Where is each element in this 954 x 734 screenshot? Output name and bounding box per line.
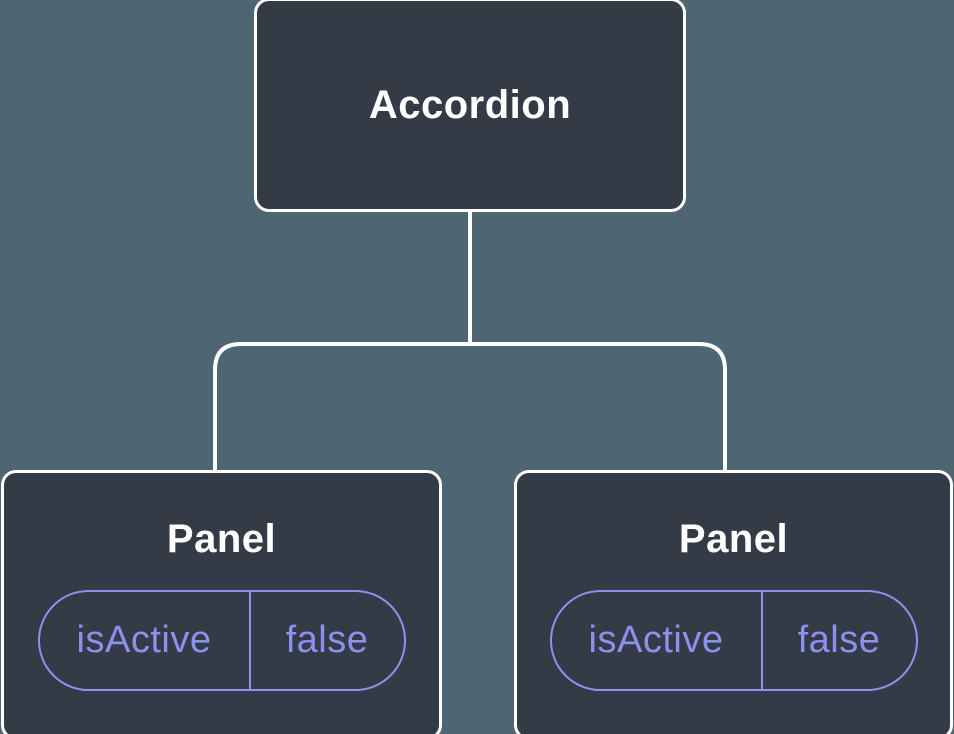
panel-node-right: Panel isActive false — [514, 470, 953, 734]
panel-node-left: Panel isActive false — [1, 470, 442, 734]
state-key-label: isActive — [40, 592, 251, 689]
state-pill: isActive false — [37, 590, 406, 691]
root-component-node: Accordion — [254, 0, 686, 212]
state-value-label: false — [797, 619, 881, 661]
panel-title: Panel — [166, 517, 277, 561]
branch-bracket-line — [213, 342, 727, 476]
state-key-label: isActive — [552, 592, 763, 689]
panel-title: Panel — [678, 517, 789, 561]
state-pill: isActive false — [549, 590, 918, 691]
state-value-label: false — [285, 619, 369, 661]
root-component-label: Accordion — [368, 82, 572, 127]
